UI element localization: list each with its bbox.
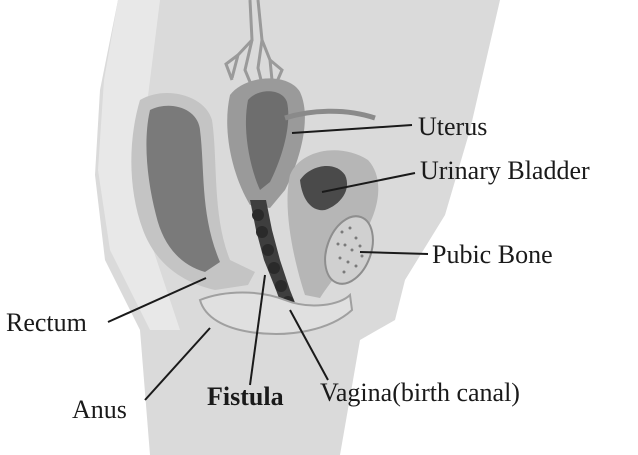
label-urinary-bladder: Urinary Bladder [420,158,590,184]
label-pubic-bone: Pubic Bone [432,242,553,268]
label-vagina: Vagina(birth canal) [320,380,520,406]
label-fistula: Fistula [207,384,284,410]
label-anus: Anus [72,397,127,423]
label-uterus: Uterus [418,114,487,140]
label-rectum: Rectum [6,310,87,336]
